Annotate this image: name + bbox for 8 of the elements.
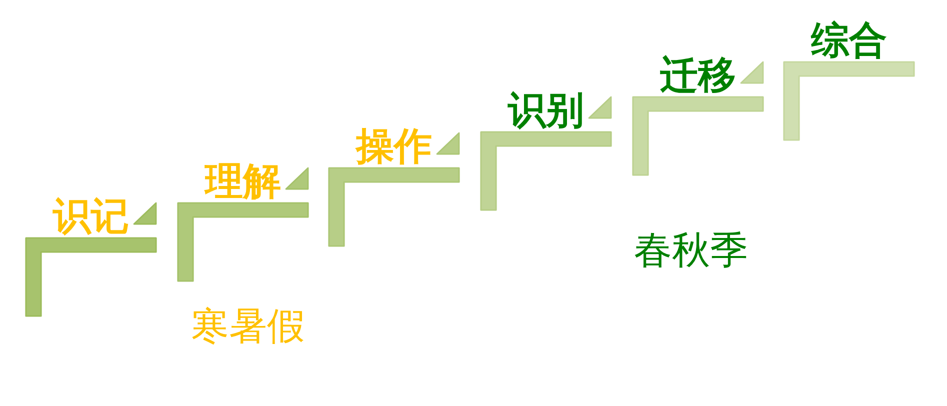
season-label: 春秋季 xyxy=(634,231,748,269)
step-label: 理解 xyxy=(205,162,281,200)
step-label: 操作 xyxy=(356,127,432,165)
step-label: 综合 xyxy=(811,21,887,59)
season-label: 寒暑假 xyxy=(191,307,305,345)
step-label: 识记 xyxy=(53,197,129,235)
step-label: 识别 xyxy=(508,91,584,129)
step-label: 迁移 xyxy=(660,56,736,94)
